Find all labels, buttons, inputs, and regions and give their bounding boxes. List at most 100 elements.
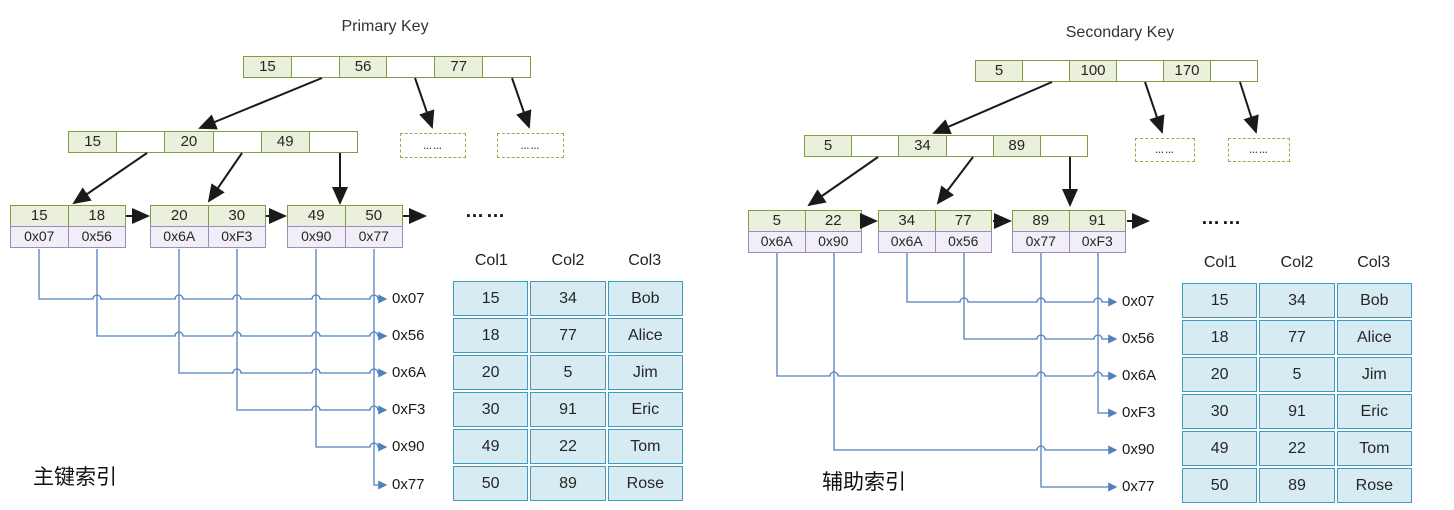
table-cell: 20 <box>453 355 529 390</box>
table-cell: 22 <box>530 429 606 464</box>
node-cell <box>1039 136 1088 156</box>
leaf-key-cell: 20 <box>151 206 208 226</box>
node-cell <box>1210 61 1257 81</box>
table-cell: 20 <box>1182 357 1258 392</box>
address-label: 0xF3 <box>1122 404 1156 421</box>
leaf-key-cell: 34 <box>879 211 935 231</box>
leaf-key-cell: 77 <box>934 211 991 231</box>
node-cell: 56 <box>338 57 387 77</box>
record-pointer-connector <box>1097 253 1118 418</box>
record-pointer-connector <box>236 249 388 415</box>
record-pointer-connector <box>963 253 1118 344</box>
table-cell: 49 <box>1182 431 1258 466</box>
node-cell <box>386 57 435 77</box>
column-header: Col2 <box>551 252 585 269</box>
table-cell: 77 <box>1259 320 1335 355</box>
tree-arrow <box>207 152 243 203</box>
tree-arrow <box>198 77 323 130</box>
table-cell: 30 <box>1182 394 1258 429</box>
record-pointer-connector <box>178 249 388 378</box>
table-cell: 34 <box>530 281 606 316</box>
node-cell <box>1116 61 1163 81</box>
leaf-pointer-cell: 0x90 <box>804 232 861 252</box>
table-cell: 91 <box>530 392 606 427</box>
table-cell: 34 <box>1259 283 1335 318</box>
node-cell: 5 <box>805 136 852 156</box>
address-label: 0x56 <box>392 327 425 344</box>
node-cell <box>945 136 993 156</box>
node-cell: 49 <box>260 132 309 152</box>
leaf-pointer-cell: 0x56 <box>67 227 125 247</box>
leaf-pointer-cell: 0x07 <box>11 227 68 247</box>
table-cell: Eric <box>607 392 683 427</box>
leaf-key-cell: 49 <box>288 206 345 226</box>
record-pointer-connector <box>315 249 388 452</box>
leaf-pointer-cell: 0x6A <box>151 227 208 247</box>
address-label: 0x77 <box>392 476 425 493</box>
leaf-key-cell: 91 <box>1068 211 1125 231</box>
node-cell <box>308 132 358 152</box>
table-cell: 18 <box>453 318 529 353</box>
node-cell: 20 <box>164 132 213 152</box>
node-cell <box>482 57 530 77</box>
address-label: 0x07 <box>1122 293 1155 310</box>
table-cell: 50 <box>453 466 529 501</box>
table-cell: Tom <box>607 429 683 464</box>
address-label: 0x56 <box>1122 330 1155 347</box>
table-cell: 30 <box>453 392 529 427</box>
column-header: Col3 <box>1357 254 1391 271</box>
address-label: 0xF3 <box>392 401 426 418</box>
record-pointer-connector <box>373 249 388 490</box>
leaf-pointer-cell: 0x6A <box>749 232 805 252</box>
node-cell: 34 <box>898 136 946 156</box>
column-header: Col1 <box>1203 254 1237 271</box>
table-cell: 22 <box>1259 431 1335 466</box>
tree-arrow <box>414 77 435 129</box>
tree-arrow <box>932 81 1053 134</box>
ellipsis-node: …… <box>1228 138 1290 162</box>
ellipsis-text: …… <box>1201 208 1243 229</box>
leaf-key-cell: 30 <box>207 206 265 226</box>
address-label: 0x6A <box>392 364 427 381</box>
ellipsis-node: …… <box>1135 138 1195 162</box>
index-caption: 辅助索引 <box>822 471 906 494</box>
address-label: 0x6A <box>1122 367 1157 384</box>
table-cell: 5 <box>1259 357 1335 392</box>
tree-arrow <box>1239 81 1259 134</box>
leaf-pointer-cell: 0x6A <box>879 232 935 252</box>
table-cell: 89 <box>530 466 606 501</box>
leaf-pointer-cell: 0x77 <box>1013 232 1069 252</box>
leaf-key-cell: 18 <box>67 206 125 226</box>
table-cell: 89 <box>1259 468 1335 503</box>
tree-arrow <box>936 156 974 205</box>
node-cell: 100 <box>1069 61 1116 81</box>
panel-title: Primary Key <box>341 18 429 35</box>
table-cell: Bob <box>607 281 683 316</box>
leaf-key-cell: 89 <box>1013 211 1069 231</box>
table-cell: 77 <box>530 318 606 353</box>
leaf-key-cell: 15 <box>11 206 68 226</box>
column-header: Col1 <box>474 252 508 269</box>
table-cell: 49 <box>453 429 529 464</box>
table-cell: Alice <box>1336 320 1412 355</box>
node-cell: 5 <box>976 61 1022 81</box>
node-cell: 77 <box>434 57 483 77</box>
record-pointer-connector <box>1040 253 1118 492</box>
node-cell <box>851 136 899 156</box>
leaf-pointer-cell: 0x90 <box>288 227 345 247</box>
leaf-pointer-cell: 0xF3 <box>207 227 265 247</box>
